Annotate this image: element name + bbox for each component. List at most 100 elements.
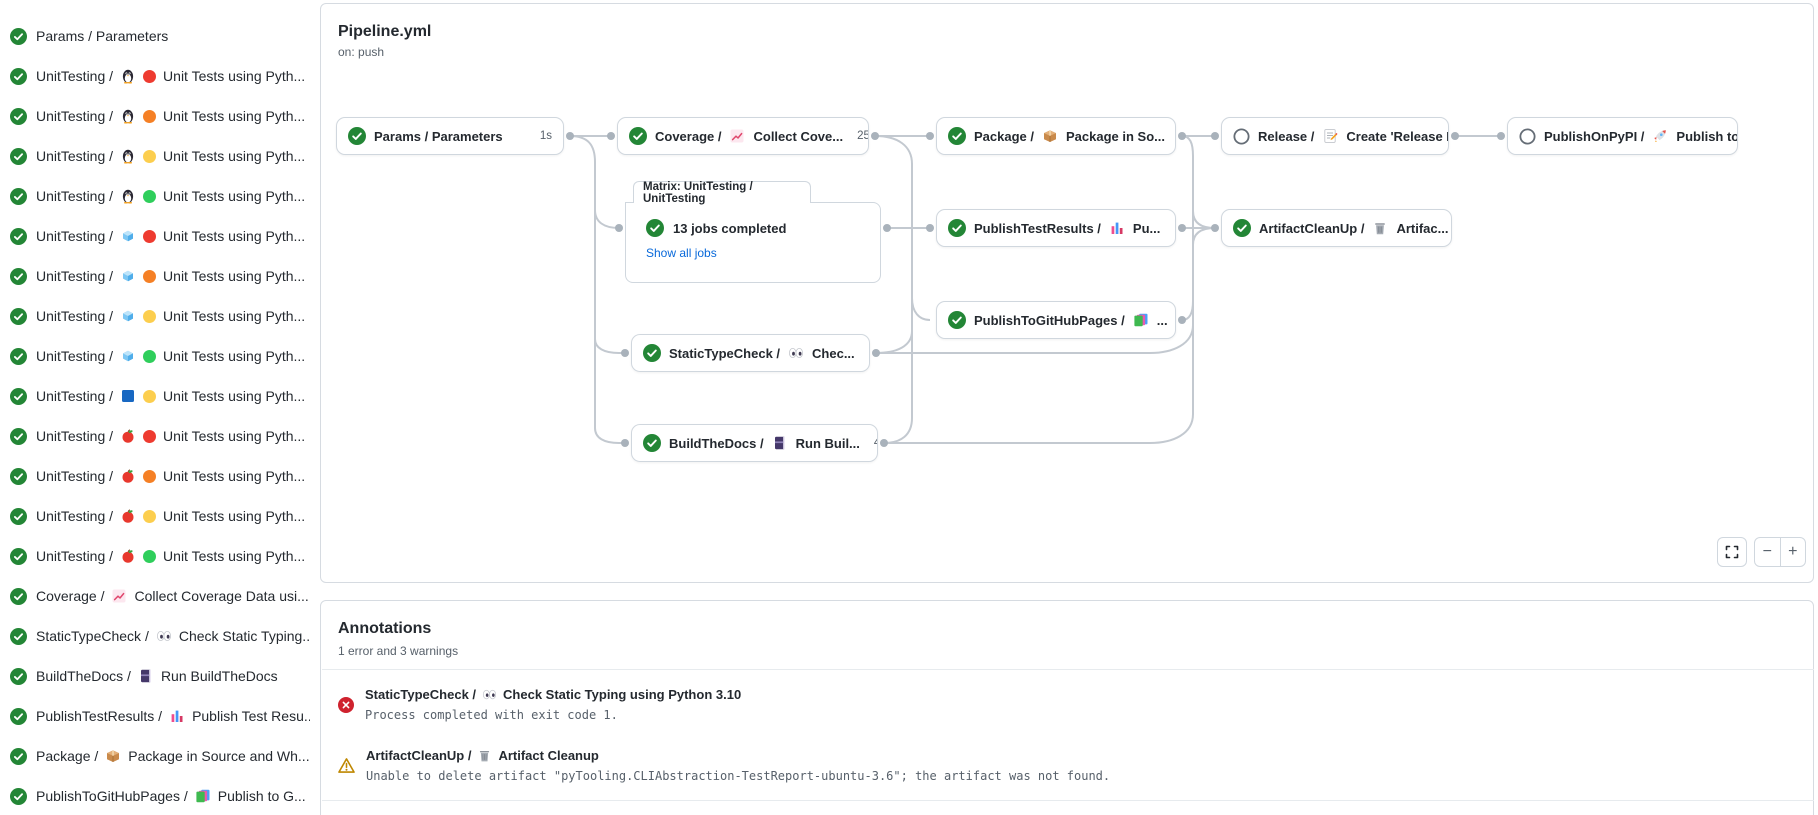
sidebar-job-item[interactable]: UnitTesting /Unit Tests using Pyth... (10, 536, 310, 576)
chart-increasing-icon (729, 128, 745, 144)
python-version-dot-orange (143, 269, 157, 283)
success-check-icon (10, 467, 27, 485)
sidebar-job-label: UnitTesting /Unit Tests using Pyth... (36, 348, 306, 364)
sidebar-job-item[interactable]: UnitTesting /Unit Tests using Pyth... (10, 336, 310, 376)
success-check-icon (10, 307, 27, 325)
sidebar-job-item[interactable]: PublishTestResults /Publish Test Resu... (10, 696, 310, 736)
annotations-panel: Annotations 1 error and 3 warnings Stati… (320, 600, 1814, 815)
show-all-jobs-link[interactable]: Show all jobs (646, 246, 717, 260)
sidebar-job-label: UnitTesting /Unit Tests using Pyth... (36, 68, 306, 84)
graph-node-artifactcleanup[interactable]: ArtifactCleanUp / Artifac... 3s (1221, 209, 1452, 247)
graph-node-statictypecheck[interactable]: StaticTypeCheck / Chec... 13s (631, 334, 870, 372)
zoom-in-button[interactable]: + (1788, 543, 1798, 560)
pipeline-title: Pipeline.yml (338, 23, 432, 40)
node-step-label: Chec... (812, 345, 855, 361)
error-icon (338, 687, 354, 722)
package-icon (105, 748, 121, 764)
sidebar-job-label: UnitTesting /Unit Tests using Pyth... (36, 108, 306, 124)
success-check-icon (948, 219, 966, 237)
success-check-icon (10, 707, 27, 725)
annotation-message: Process completed with exit code 1. (365, 708, 618, 722)
matrix-group-box[interactable]: 13 jobs completed Show all jobs (625, 202, 881, 283)
sidebar-job-item[interactable]: UnitTesting /Unit Tests using Pyth... (10, 496, 310, 536)
python-version-dot-red (143, 429, 157, 443)
node-job-name: PublishTestResults / (974, 220, 1101, 236)
matrix-group-tab: Matrix: UnitTesting / UnitTesting (633, 181, 811, 205)
sidebar-job-item[interactable]: UnitTesting /Unit Tests using Pyth... (10, 296, 310, 336)
node-duration: 1s (539, 130, 552, 142)
pipeline-graph-panel: Pipeline.yml on: push (320, 3, 1814, 583)
success-check-icon (1233, 219, 1251, 237)
sidebar-job-item[interactable]: UnitTesting /Unit Tests using Pyth... (10, 96, 310, 136)
sidebar-job-item[interactable]: Package /Package in Source and Wh... (10, 736, 310, 776)
node-duration: 47s (868, 437, 877, 449)
graph-node-publishonpypi[interactable]: PublishOnPyPI / Publish to ... (1507, 117, 1738, 155)
graph-node-coverage[interactable]: Coverage / Collect Cove... 25s (617, 117, 869, 155)
notebook-icon (772, 435, 788, 451)
sidebar-job-item[interactable]: UnitTesting /Unit Tests using Pyth... (10, 376, 310, 416)
penguin-icon (120, 108, 136, 124)
sidebar-job-item[interactable]: Coverage /Collect Coverage Data usi... (10, 576, 310, 616)
sidebar-job-label: Package /Package in Source and Wh... (36, 748, 310, 764)
success-check-icon (10, 187, 27, 205)
sidebar-job-label: UnitTesting /Unit Tests using Pyth... (36, 468, 306, 484)
success-check-icon (10, 27, 27, 45)
node-duration: 25s (1173, 130, 1175, 142)
python-version-dot-yellow (143, 309, 157, 323)
sidebar-job-label: UnitTesting /Unit Tests using Pyth... (36, 308, 306, 324)
graph-node-params[interactable]: Params / Parameters 1s (336, 117, 564, 155)
chart-increasing-icon (111, 588, 127, 604)
sidebar-job-item[interactable]: UnitTesting /Unit Tests using Pyth... (10, 416, 310, 456)
rocket-icon (1652, 128, 1668, 144)
sidebar-job-item[interactable]: Params / Parameters (10, 16, 310, 56)
matrix-status-text: 13 jobs completed (673, 220, 787, 236)
success-check-icon (10, 587, 27, 605)
graph-node-release[interactable]: Release / Create 'Release P... (1221, 117, 1449, 155)
graph-node-buildthedocs[interactable]: BuildTheDocs / Run Buil... 47s (631, 424, 878, 462)
python-version-dot-green (143, 189, 157, 203)
sidebar-job-item[interactable]: UnitTesting /Unit Tests using Pyth... (10, 456, 310, 496)
eyes-icon (156, 628, 172, 644)
skipped-status-icon (1519, 127, 1536, 145)
layers-icon (195, 788, 211, 804)
sidebar-job-item[interactable]: UnitTesting /Unit Tests using Pyth... (10, 256, 310, 296)
success-check-icon (10, 627, 27, 645)
sidebar-job-item[interactable]: UnitTesting /Unit Tests using Pyth... (10, 176, 310, 216)
node-job-name: Package / (974, 128, 1034, 144)
node-job-name: Coverage / (655, 128, 722, 144)
memo-icon (1322, 128, 1338, 144)
sidebar-job-label: Params / Parameters (36, 28, 169, 44)
sidebar-job-label: UnitTesting /Unit Tests using Pyth... (36, 508, 306, 524)
sidebar-job-item[interactable]: UnitTesting /Unit Tests using Pyth... (10, 216, 310, 256)
sidebar-job-item[interactable]: BuildTheDocs /Run BuildTheDocs (10, 656, 310, 696)
success-check-icon (10, 667, 27, 685)
sidebar-job-label: UnitTesting /Unit Tests using Pyth... (36, 268, 306, 284)
apple-icon (120, 468, 136, 484)
ice-cube-icon (120, 228, 136, 244)
sidebar-job-label: UnitTesting /Unit Tests using Pyth... (36, 188, 306, 204)
sidebar-job-item[interactable]: PublishToGitHubPages /Publish to G... (10, 776, 310, 815)
annotation-title-link[interactable]: StaticTypeCheck /Check Static Typing usi… (365, 687, 742, 702)
fullscreen-button[interactable] (1717, 537, 1747, 567)
node-step-label: Collect Cove... (753, 128, 844, 144)
sidebar-job-item[interactable]: UnitTesting /Unit Tests using Pyth... (10, 136, 310, 176)
success-check-icon (10, 107, 27, 125)
sidebar-job-item[interactable]: StaticTypeCheck /Check Static Typing... (10, 616, 310, 656)
success-check-icon (10, 547, 27, 565)
zoom-control: − + (1754, 537, 1806, 567)
annotation-error-item: StaticTypeCheck /Check Static Typing usi… (338, 687, 741, 722)
graph-node-publishtestresults[interactable]: PublishTestResults / Pu... 17s (936, 209, 1176, 247)
zoom-out-button[interactable]: − (1755, 538, 1781, 566)
success-check-icon (10, 267, 27, 285)
node-step-label: ... (1156, 312, 1168, 328)
sidebar-job-item[interactable]: UnitTesting /Unit Tests using Pyth... (10, 56, 310, 96)
node-job-name: PublishToGitHubPages / (974, 312, 1125, 328)
graph-node-publishtogithubpages[interactable]: PublishToGitHubPages / ... 13s (936, 301, 1176, 339)
node-step-label: Create 'Release P... (1346, 128, 1448, 144)
python-version-dot-orange (143, 469, 157, 483)
annotation-title-link[interactable]: ArtifactCleanUp /Artifact Cleanup (366, 748, 599, 763)
graph-node-package[interactable]: Package / Package in So... 25s (936, 117, 1176, 155)
ice-cube-icon (120, 268, 136, 284)
success-check-icon (10, 147, 27, 165)
python-version-dot-red (143, 229, 157, 243)
